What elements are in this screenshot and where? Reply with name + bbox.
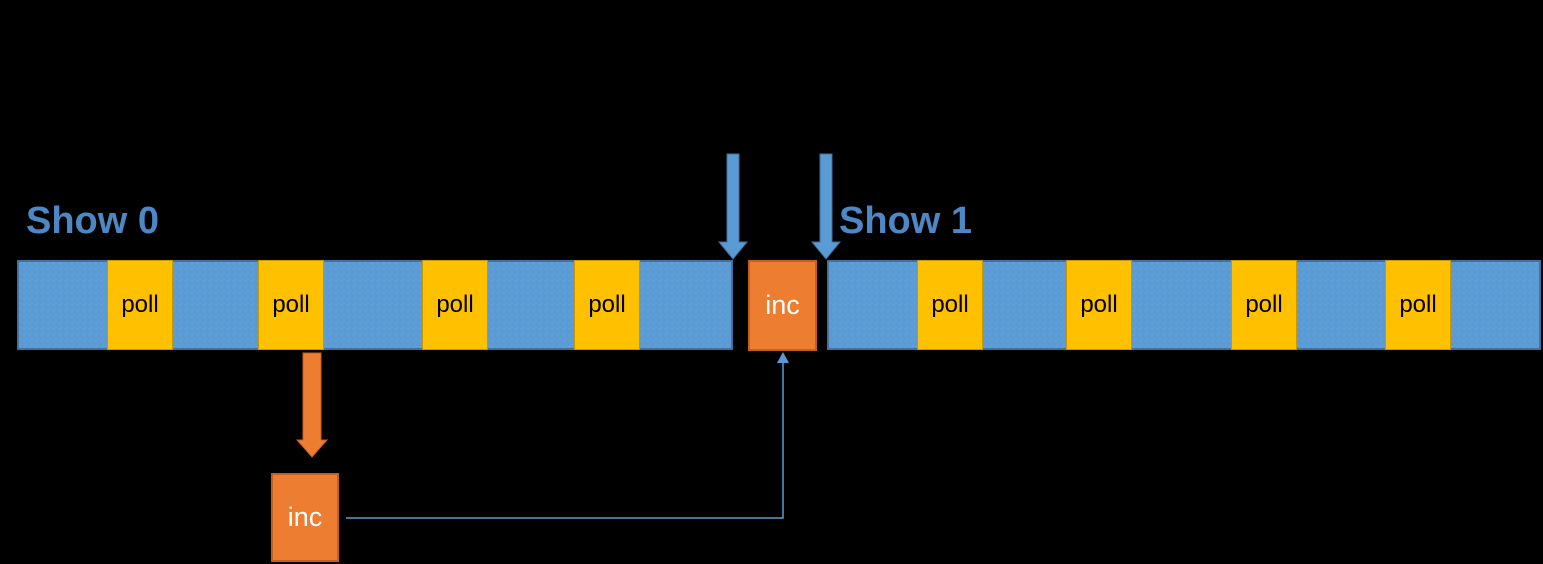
show1-start-down-arrow-icon <box>810 153 842 260</box>
detail-inc-block: inc <box>271 473 339 562</box>
inc-label: inc <box>287 502 323 532</box>
inc-return-connector-arrowhead-icon <box>777 352 789 363</box>
poll-label: poll <box>588 291 626 318</box>
boundary-inc-block: inc <box>748 260 817 351</box>
show1-heading: Show 1 <box>839 200 973 242</box>
poll-label: poll <box>931 291 969 318</box>
inc-return-connector-line <box>346 363 784 519</box>
inc-label: inc <box>765 290 800 320</box>
show0-poll-block-3: poll <box>422 260 488 350</box>
show1-poll-block-1: poll <box>917 260 983 350</box>
poll-to-inc-down-arrow-icon <box>295 352 329 458</box>
poll-label: poll <box>436 291 474 318</box>
poll-label: poll <box>121 291 159 318</box>
show0-heading: Show 0 <box>26 200 160 242</box>
show1-poll-block-4: poll <box>1385 260 1451 350</box>
poll-label: poll <box>1080 291 1118 318</box>
show1-poll-block-2: poll <box>1066 260 1132 350</box>
poll-label: poll <box>272 291 310 318</box>
show0-poll-block-1: poll <box>107 260 173 350</box>
show0-poll-block-2: poll <box>258 260 324 350</box>
show1-poll-block-3: poll <box>1231 260 1297 350</box>
poll-label: poll <box>1399 291 1437 318</box>
show0-end-down-arrow-icon <box>717 153 749 260</box>
show0-poll-block-4: poll <box>574 260 640 350</box>
poll-label: poll <box>1245 291 1283 318</box>
